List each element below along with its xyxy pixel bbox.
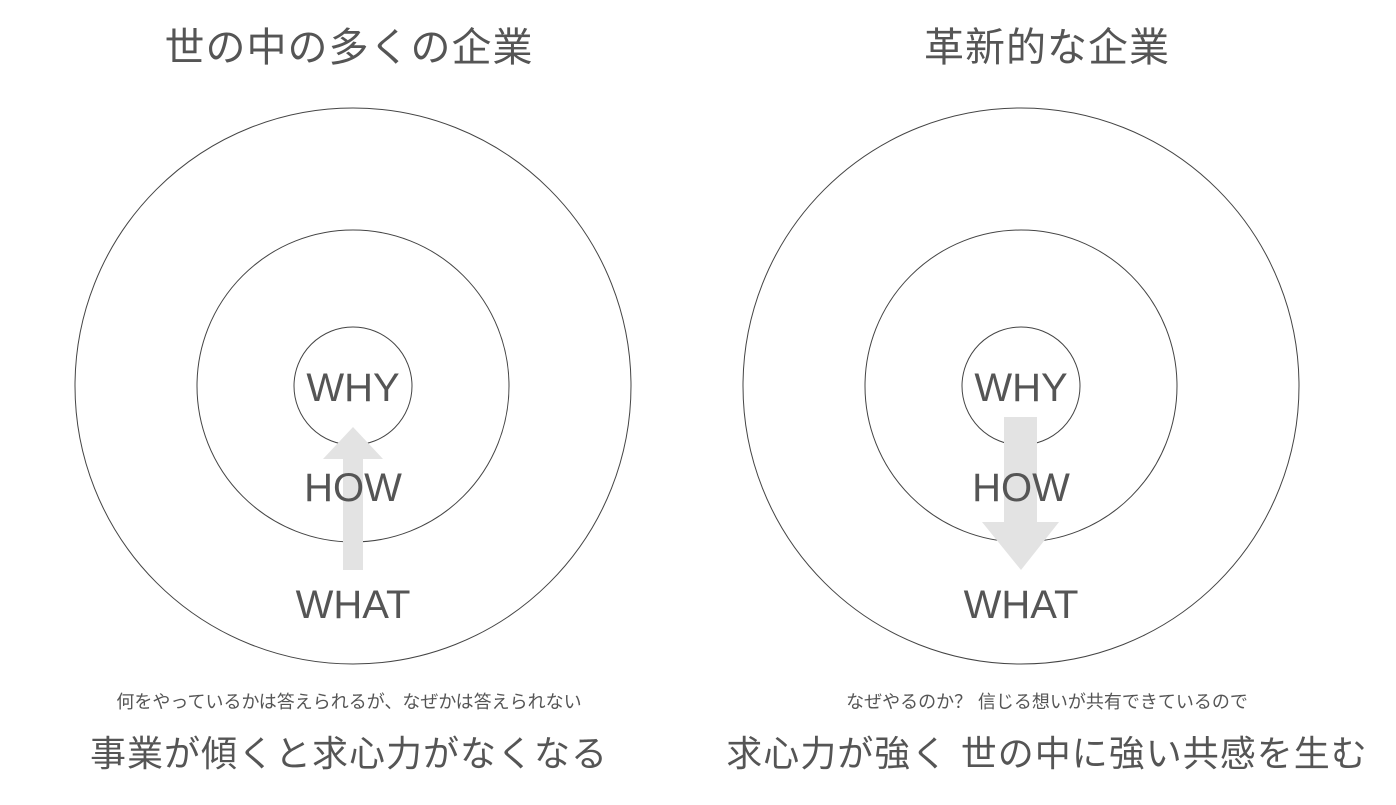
outer-circle-what	[74, 107, 632, 665]
golden-circle-diagram: WHY HOW WHAT	[74, 107, 632, 665]
panel-conclusion: 事業が傾くと求心力がなくなる	[89, 734, 608, 775]
label-why: WHY	[974, 366, 1067, 410]
label-why: WHY	[306, 366, 399, 410]
label-what: WHAT	[964, 583, 1079, 627]
panel-subtitle: なぜやるのか？ 信じる想いが共有できているので	[846, 692, 1248, 713]
golden-circle-diagram: WHY HOW WHAT	[742, 107, 1300, 665]
label-what: WHAT	[296, 583, 411, 627]
panel-common-companies: 世の中の多くの企業 WHY HOW WHAT 何をやっているかは答えられるが、な…	[74, 25, 632, 775]
panel-title: 革新的な企業	[924, 25, 1170, 71]
label-how: HOW	[304, 466, 402, 510]
outer-circle-what	[742, 107, 1300, 665]
panel-title: 世の中の多くの企業	[164, 25, 534, 71]
arrow-down-icon	[982, 417, 1059, 570]
panel-conclusion: 求心力が強く 世の中に強い共感を生む	[726, 734, 1368, 775]
arrow-up-icon	[323, 427, 383, 570]
label-how: HOW	[972, 466, 1070, 510]
panel-subtitle: 何をやっているかは答えられるが、なぜかは答えられない	[116, 692, 582, 713]
panel-innovative-companies: 革新的な企業 WHY HOW WHAT なぜやるのか？ 信じる想いが共有できてい…	[698, 0, 1396, 805]
